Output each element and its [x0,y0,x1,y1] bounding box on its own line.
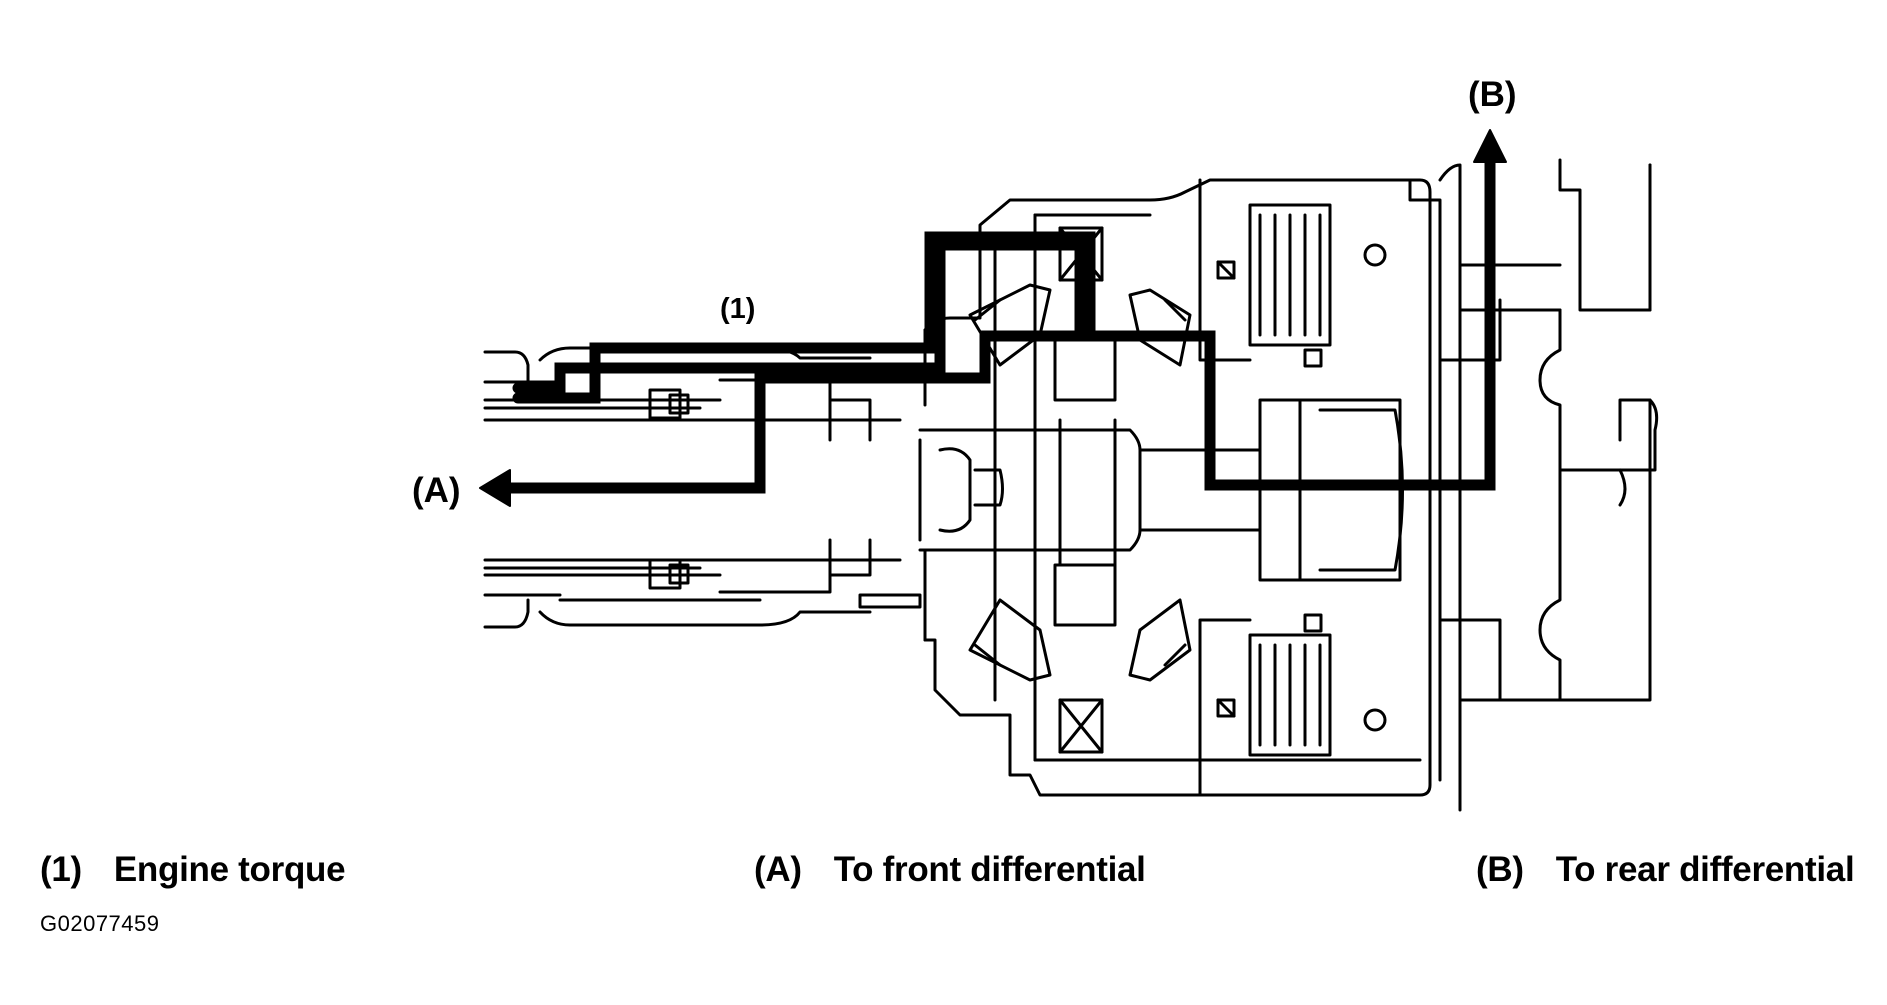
legend-key: (A) [754,850,802,889]
legend-rear-differential: (B) To rear differential [1476,848,1855,892]
input-shaft [483,350,902,629]
front-output-line [499,330,1096,494]
arrow-a-head [479,469,511,507]
legend-key: (B) [1476,850,1524,889]
legend-front-differential: (A) To front differential [754,848,1146,892]
clutch-pack [1198,178,1387,797]
engine-torque-line-inner [512,239,1086,394]
legend-engine-torque: (1) Engine torque [40,848,346,892]
callout-b: (B) [1468,75,1517,114]
legend-key: (1) [40,850,82,889]
torque-flow-path [499,142,1496,494]
arrow-b-head [1473,129,1507,163]
legend-text: To rear differential [1555,850,1855,889]
callout-a: (A) [412,471,461,510]
figure-id: G02077459 [40,911,160,936]
legend-text: To front differential [833,850,1146,889]
bevel-gears [968,283,1192,682]
engine-torque-line [512,142,1496,491]
legend-text: Engine torque [113,850,346,889]
callout-1: (1) [720,293,755,325]
rear-housing [1438,158,1659,702]
